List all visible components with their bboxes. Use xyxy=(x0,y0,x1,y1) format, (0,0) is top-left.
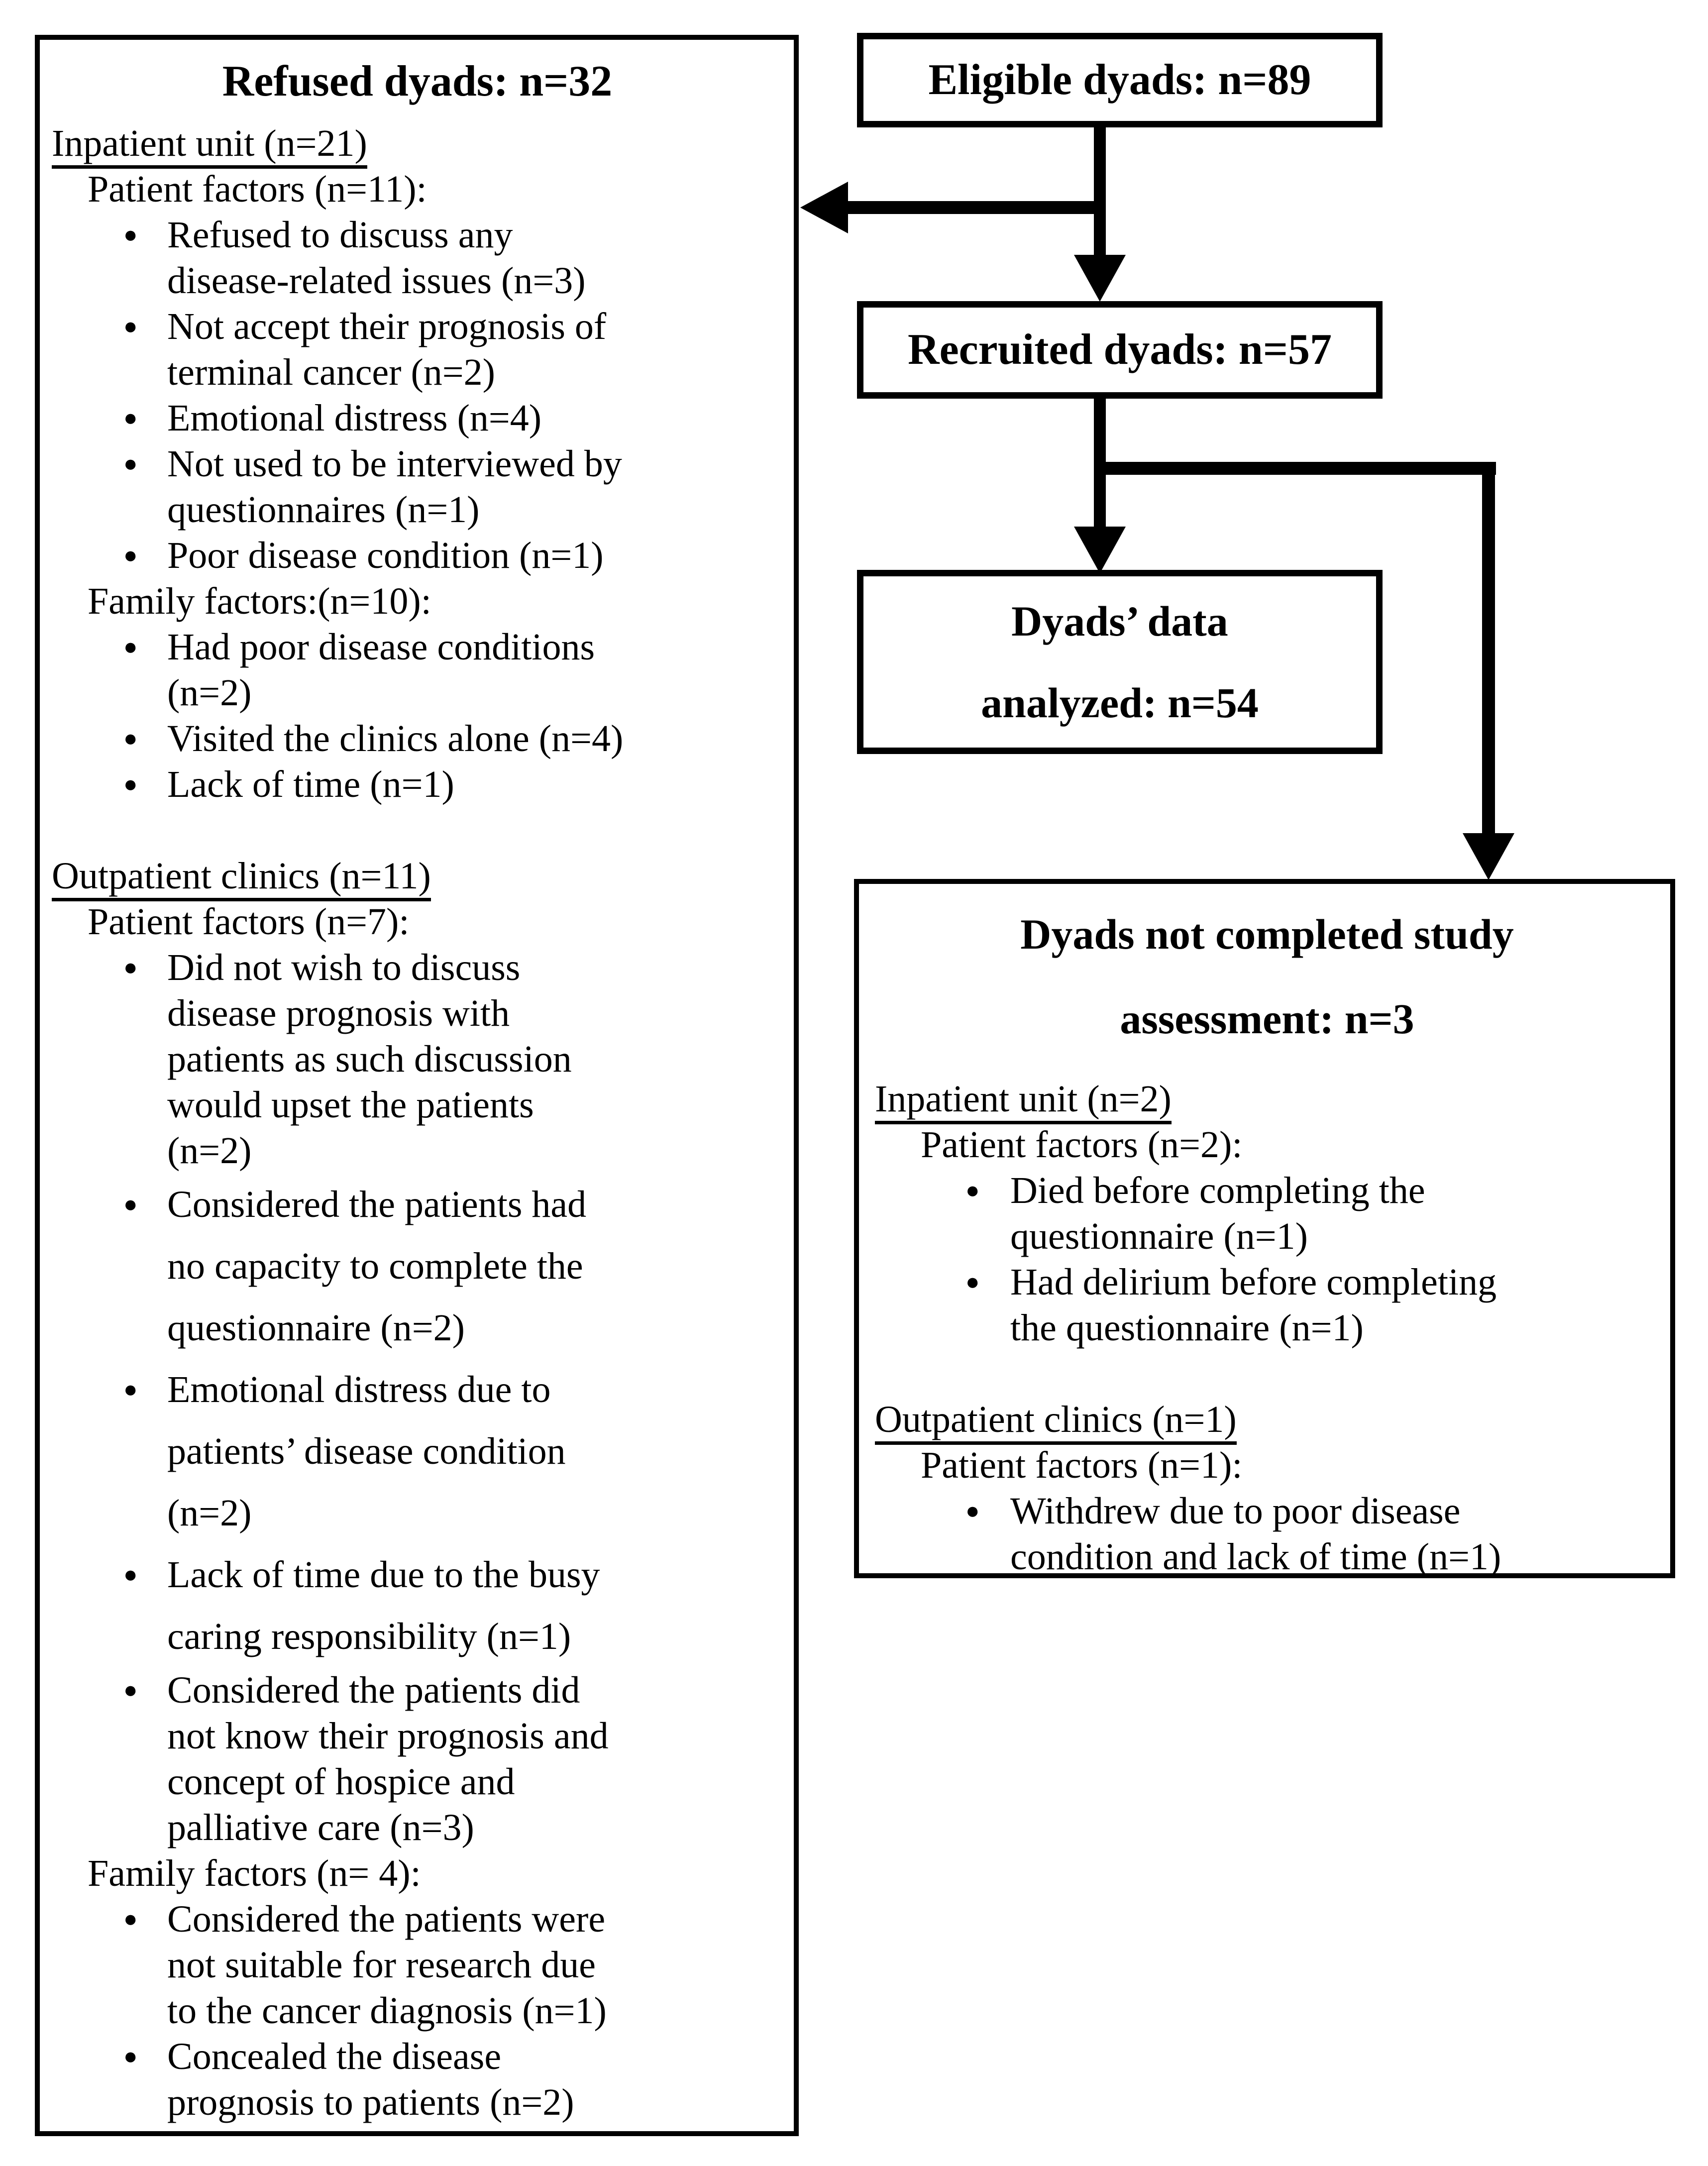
subsection-header: Patient factors (n=2): xyxy=(921,1124,1243,1166)
bullet-item: Not accept their prognosis of xyxy=(48,304,787,349)
bullet-item-continuation: palliative care (n=3) xyxy=(167,1807,474,1848)
bullet-item-continuation: terminal cancer (n=2) xyxy=(167,351,495,393)
bullet-item-continuation: the questionnaire (n=1) xyxy=(1010,1307,1364,1349)
bullet-item-continuation: questionnaire (n=2) xyxy=(167,1307,465,1349)
bullet-item: Poor disease condition (n=1) xyxy=(48,533,787,578)
bullet-item-continuation: no capacity to complete the xyxy=(167,1245,583,1287)
bullet-item: Not used to be interviewed by xyxy=(48,441,787,487)
spacer xyxy=(871,1351,1663,1397)
bullet-item: Lack of time (n=1) xyxy=(48,761,787,807)
subsection-header: Family factors:(n=10): xyxy=(88,580,431,622)
bullet-item-continuation: questionnaire (n=1) xyxy=(1010,1215,1308,1257)
bullet-item-continuation: patients as such discussion xyxy=(167,1038,572,1080)
bullet-item: Considered the patients had xyxy=(48,1174,787,1235)
box-title: Eligible dyads: n=89 xyxy=(928,56,1311,104)
arrow-recruited-to-analyzed-head-icon xyxy=(1074,527,1126,573)
branch-line-right xyxy=(1094,462,1496,475)
bullet-item: Withdrew due to poor disease xyxy=(871,1488,1663,1534)
bullet-item-continuation: questionnaires (n=1) xyxy=(167,489,480,531)
subsection-header: Patient factors (n=11): xyxy=(88,168,427,210)
arrow-to-not-completed-head-icon xyxy=(1463,833,1514,880)
bullet-item: Emotional distress due to xyxy=(48,1359,787,1420)
bullet-item-continuation: patients’ disease condition xyxy=(167,1430,566,1472)
bullet-item-continuation: not suitable for research due xyxy=(167,1944,596,1986)
recruited-dyads-box: Recruited dyads: n=57 xyxy=(857,301,1383,399)
bullet-item: Considered the patients did xyxy=(48,1667,787,1713)
section-header-inpatient: Inpatient unit (n=2) xyxy=(875,1076,1663,1124)
subsection-header: Patient factors (n=1): xyxy=(921,1444,1243,1486)
bullet-item-continuation: disease prognosis with xyxy=(167,992,510,1034)
not-completed-box: Dyads not completed study assessment: n=… xyxy=(854,879,1675,1578)
bullet-item-continuation: condition and lack of time (n=1) xyxy=(1010,1536,1501,1578)
arrow-to-refused-head-icon xyxy=(800,182,848,233)
section-header-outpatient: Outpatient clinics (n=11) xyxy=(52,853,787,901)
arrow-to-not-completed-shaft xyxy=(1482,462,1495,834)
arrow-eligible-to-recruited-shaft xyxy=(1094,126,1106,257)
box-title-line2: assessment: n=3 xyxy=(1120,995,1414,1043)
arrow-eligible-to-recruited-head-icon xyxy=(1074,255,1126,302)
bullet-item: Lack of time due to the busy xyxy=(48,1544,787,1606)
bullet-item: Concealed the disease xyxy=(48,2034,787,2079)
bullet-item: Had delirium before completing xyxy=(871,1259,1663,1305)
spacer xyxy=(48,807,787,853)
bullet-item-continuation: caring responsibility (n=1) xyxy=(167,1616,571,1657)
section-header-outpatient: Outpatient clinics (n=1) xyxy=(875,1397,1663,1445)
refused-dyads-content: Refused dyads: n=32 Inpatient unit (n=21… xyxy=(40,40,794,2125)
bullet-item-continuation: concept of hospice and xyxy=(167,1761,515,1803)
bullet-item: Had poor disease conditions xyxy=(48,624,787,670)
box-title-line1: Dyads’ data xyxy=(1011,597,1228,645)
box-title: Dyads not completed study assessment: n=… xyxy=(871,892,1663,1061)
bullet-item-continuation: to the cancer diagnosis (n=1) xyxy=(167,1990,607,2032)
bullet-item-continuation: would upset the patients xyxy=(167,1084,534,1126)
bullet-item: Did not wish to discuss xyxy=(48,945,787,990)
bullet-item-continuation: not know their prognosis and xyxy=(167,1715,609,1757)
section-header-inpatient: Inpatient unit (n=21) xyxy=(52,120,787,169)
bullet-item-continuation: disease-related issues (n=3) xyxy=(167,260,586,302)
bullet-item-continuation: (n=2) xyxy=(167,1492,252,1534)
box-title-line1: Dyads not completed study xyxy=(1020,910,1514,958)
bullet-item: Considered the patients were xyxy=(48,1896,787,1942)
bullet-item-continuation: (n=2) xyxy=(167,1130,252,1172)
box-title-line2: analyzed: n=54 xyxy=(981,679,1259,727)
refused-dyads-box: Refused dyads: n=32 Inpatient unit (n=21… xyxy=(35,35,799,2136)
subsection-header: Patient factors (n=7): xyxy=(88,901,410,943)
bullet-item: Refused to discuss any xyxy=(48,212,787,258)
eligible-dyads-box: Eligible dyads: n=89 xyxy=(857,33,1383,127)
analyzed-dyads-box: Dyads’ data analyzed: n=54 xyxy=(857,570,1383,754)
subsection-header: Family factors (n= 4): xyxy=(88,1852,421,1894)
bullet-item: Visited the clinics alone (n=4) xyxy=(48,716,787,761)
bullet-item: Emotional distress (n=4) xyxy=(48,395,787,441)
box-title: Refused dyads: n=32 xyxy=(222,57,613,106)
box-title: Recruited dyads: n=57 xyxy=(908,325,1332,374)
bullet-item: Died before completing the xyxy=(871,1168,1663,1213)
bullet-item-continuation: prognosis to patients (n=2) xyxy=(167,2081,574,2123)
not-completed-content: Dyads not completed study assessment: n=… xyxy=(859,884,1670,1580)
arrow-to-refused-shaft xyxy=(846,201,1106,214)
bullet-item-continuation: (n=2) xyxy=(167,672,252,714)
